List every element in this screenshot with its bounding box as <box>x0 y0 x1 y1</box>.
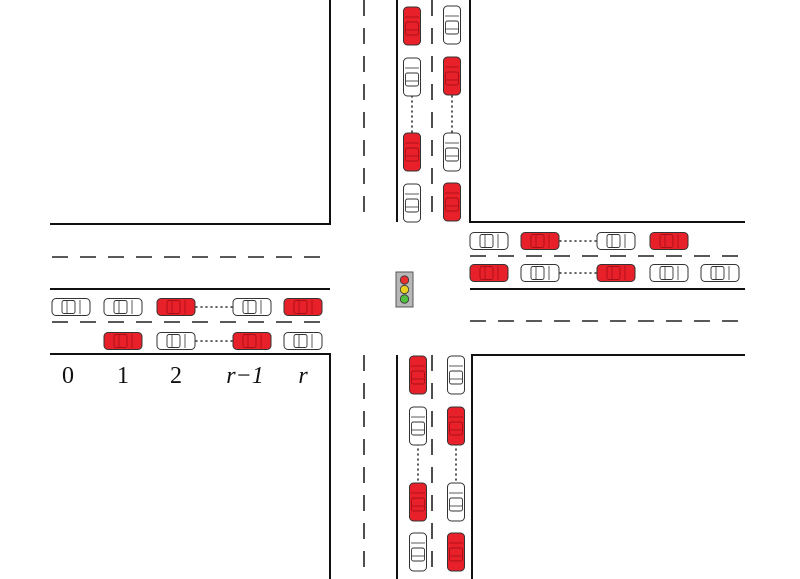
car-east-lane2-2 <box>596 264 636 282</box>
car-north-lane2-2 <box>443 132 461 172</box>
car-north-lane1-3 <box>403 183 421 223</box>
nw-curb <box>50 0 331 225</box>
index-label-2: 2 <box>170 363 182 389</box>
traffic-signal <box>395 271 414 308</box>
car-west-lane1-2 <box>156 298 196 316</box>
car-west-lane1-4 <box>283 298 323 316</box>
car-north-lane2-0 <box>443 5 461 45</box>
car-west-lane2-3 <box>283 332 323 350</box>
car-west-lane2-1 <box>156 332 196 350</box>
car-south-lane2-2 <box>447 482 465 522</box>
car-south-lane1-3 <box>409 532 427 572</box>
index-label-r: r <box>298 363 308 389</box>
car-west-lane1-1 <box>103 298 143 316</box>
car-south-lane1-2 <box>409 482 427 522</box>
signal-green-lamp <box>399 294 410 304</box>
car-east-lane1-0 <box>469 232 509 250</box>
index-label-1: 1 <box>117 363 129 389</box>
car-west-lane1-0 <box>51 298 91 316</box>
car-east-lane2-1 <box>520 264 560 282</box>
vehicles <box>51 5 740 572</box>
car-east-lane2-3 <box>649 264 689 282</box>
car-south-lane1-0 <box>409 355 427 395</box>
car-west-lane2-0 <box>103 332 143 350</box>
car-north-lane1-1 <box>403 57 421 97</box>
car-north-lane2-3 <box>443 182 461 222</box>
sw-curb <box>50 353 331 579</box>
se-curb <box>471 354 745 579</box>
index-label-r-minus-1: r−1 <box>226 363 264 389</box>
car-east-lane1-2 <box>596 232 636 250</box>
car-north-lane1-2 <box>403 132 421 172</box>
car-south-lane2-3 <box>447 532 465 572</box>
lane-markings <box>52 0 748 579</box>
ne-curb <box>469 0 745 223</box>
road-boundaries <box>50 0 745 579</box>
car-east-lane2-0 <box>469 264 509 282</box>
signal-red-lamp <box>399 275 410 285</box>
queue-ellipses <box>195 95 597 481</box>
signal-yellow-lamp <box>399 284 410 295</box>
car-north-lane1-0 <box>403 6 421 46</box>
car-east-lane1-3 <box>649 232 689 250</box>
car-west-lane2-2 <box>232 332 272 350</box>
car-south-lane2-0 <box>447 355 465 395</box>
lane-index-labels: 0 1 2 r−1 r <box>62 363 308 389</box>
car-east-lane1-1 <box>520 232 560 250</box>
car-north-lane2-1 <box>443 56 461 96</box>
car-south-lane2-1 <box>447 406 465 446</box>
car-south-lane1-1 <box>409 406 427 446</box>
index-label-0: 0 <box>62 363 74 389</box>
car-east-lane2-4 <box>700 264 740 282</box>
car-west-lane1-3 <box>232 298 272 316</box>
